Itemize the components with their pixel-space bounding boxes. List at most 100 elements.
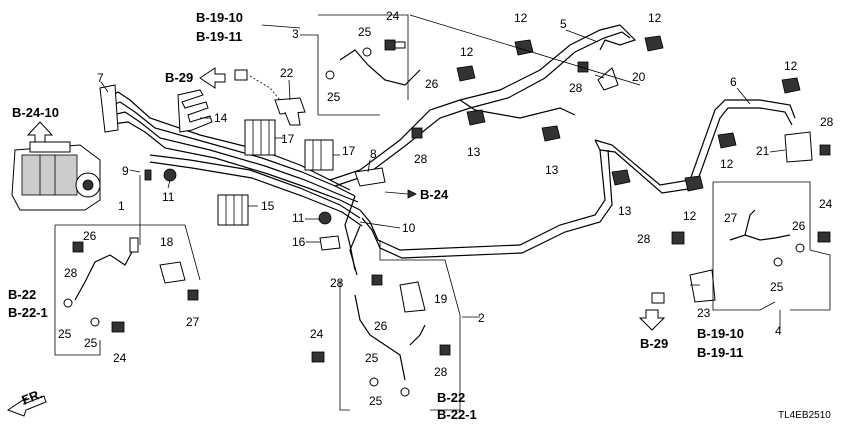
washer-25-a: [325, 70, 335, 80]
callout-9: 9: [122, 164, 129, 178]
hose-1: [74, 237, 139, 301]
clip-12-c: [456, 65, 476, 82]
callout-7: 7: [97, 71, 104, 85]
ref-b221-left: B-22-1: [8, 305, 48, 320]
bracket-23: [689, 269, 716, 303]
callout-25-c: 25: [58, 327, 72, 341]
callout-25-d: 25: [84, 336, 98, 350]
callout-2: 2: [478, 311, 485, 325]
callout-18: 18: [160, 235, 174, 249]
callout-5: 5: [560, 17, 567, 31]
ref-b1910-top: B-19-10: [196, 10, 243, 25]
callout-12-e: 12: [720, 157, 734, 171]
callout-26-c: 26: [374, 319, 388, 333]
brake-pipe-bundle: [104, 24, 796, 276]
hose-3: [339, 49, 421, 86]
callout-28-d: 28: [64, 266, 78, 280]
nut-b29-top: [234, 69, 248, 81]
arrow-b1910-top: [261, 24, 301, 29]
callout-24-b: 24: [819, 197, 833, 211]
washer-25-b: [362, 47, 372, 57]
ref-b24: B-24: [420, 187, 449, 202]
bolt-28-top: [411, 127, 423, 139]
bolt-24-top: [384, 39, 406, 51]
bolt-28-mid: [577, 61, 589, 73]
callout-12-c: 12: [460, 45, 474, 59]
leader-lines: [100, 29, 786, 330]
bracket-20: [597, 67, 619, 91]
ref-b1911-top: B-19-11: [196, 29, 242, 44]
callout-12-b: 12: [648, 11, 662, 25]
washer-25-g: [773, 257, 783, 267]
callout-12-d: 12: [784, 59, 798, 73]
clip-12-b: [644, 35, 664, 52]
callout-25-e: 25: [365, 351, 379, 365]
clip-13-c: [611, 169, 631, 186]
clip-12-d: [781, 77, 801, 94]
callout-26-d: 27: [724, 211, 738, 225]
bracket-19: [399, 281, 426, 313]
clip-12-e: [717, 132, 737, 149]
callout-23: 23: [697, 306, 711, 320]
arrow-left-b29: [199, 67, 226, 89]
bracket-22: [274, 97, 306, 126]
callout-11-b: 11: [292, 211, 305, 225]
callout-13-b: 13: [545, 163, 559, 177]
callout-24-a: 24: [386, 9, 400, 23]
arrow-b24: [384, 189, 417, 199]
callout-17-b: 17: [342, 144, 356, 158]
clamp-17-lower: [304, 139, 334, 171]
fr-label: FR.: [20, 386, 45, 408]
callout-21: 21: [756, 144, 770, 158]
callout-10: 10: [402, 221, 416, 235]
callout-14: 14: [214, 111, 228, 125]
hose-2: [354, 294, 426, 381]
callout-25-b: 25: [327, 90, 341, 104]
bolt-24-left: [111, 321, 125, 333]
bolt-27-mid: [371, 274, 383, 286]
bracket-18: [159, 261, 186, 284]
bolt-28-right2: [671, 231, 685, 245]
callout-28-f: 28: [434, 365, 448, 379]
callout-24-d: 24: [310, 327, 324, 341]
bolt-28-left: [72, 241, 84, 253]
callout-24-c: 24: [113, 351, 127, 365]
bolt-27-left: [187, 289, 199, 301]
callout-15: 15: [261, 199, 275, 213]
callout-12-a: 12: [514, 11, 528, 25]
ref-b29-top: B-29: [165, 70, 193, 85]
callout-27-a: 27: [186, 315, 200, 329]
bolt-28-right: [819, 144, 831, 156]
pipe-9-end: [144, 169, 152, 181]
callout-25-f: 25: [369, 394, 383, 408]
grommet-11-upper: [163, 168, 177, 182]
arrow-up-b2410: [26, 121, 54, 143]
fr-arrow: [6, 395, 47, 417]
callout-3: 3: [292, 27, 299, 41]
callout-6: 6: [730, 75, 737, 89]
ref-b1910-right: B-19-10: [697, 326, 744, 341]
callout-13-c: 13: [618, 204, 632, 218]
pipe-7-end: [99, 84, 119, 133]
callout-4: 4: [775, 324, 782, 338]
clamp-15: [217, 194, 249, 226]
clamp-17-upper: [244, 119, 276, 156]
bolt-28-bottom: [439, 344, 451, 356]
bolt-24-bottom: [311, 351, 325, 363]
callout-25-g: 25: [770, 280, 784, 294]
callout-25-h: 26: [792, 219, 806, 233]
clip-13-b: [541, 125, 561, 142]
callout-17-a: 17: [281, 132, 295, 146]
callout-25-a: 25: [358, 25, 372, 39]
callout-1: 1: [118, 199, 125, 213]
callout-22: 22: [280, 66, 294, 80]
bracket-8: [354, 167, 386, 187]
callout-28-a: 28: [414, 152, 428, 166]
callout-13-a: 13: [467, 145, 481, 159]
washer-25-d: [90, 317, 100, 327]
callout-26-a: 26: [425, 77, 439, 91]
callout-20: 20: [632, 70, 646, 84]
ref-b221-bottom: B-22-1: [437, 407, 477, 422]
ref-b22-bottom: B-22: [437, 390, 465, 405]
